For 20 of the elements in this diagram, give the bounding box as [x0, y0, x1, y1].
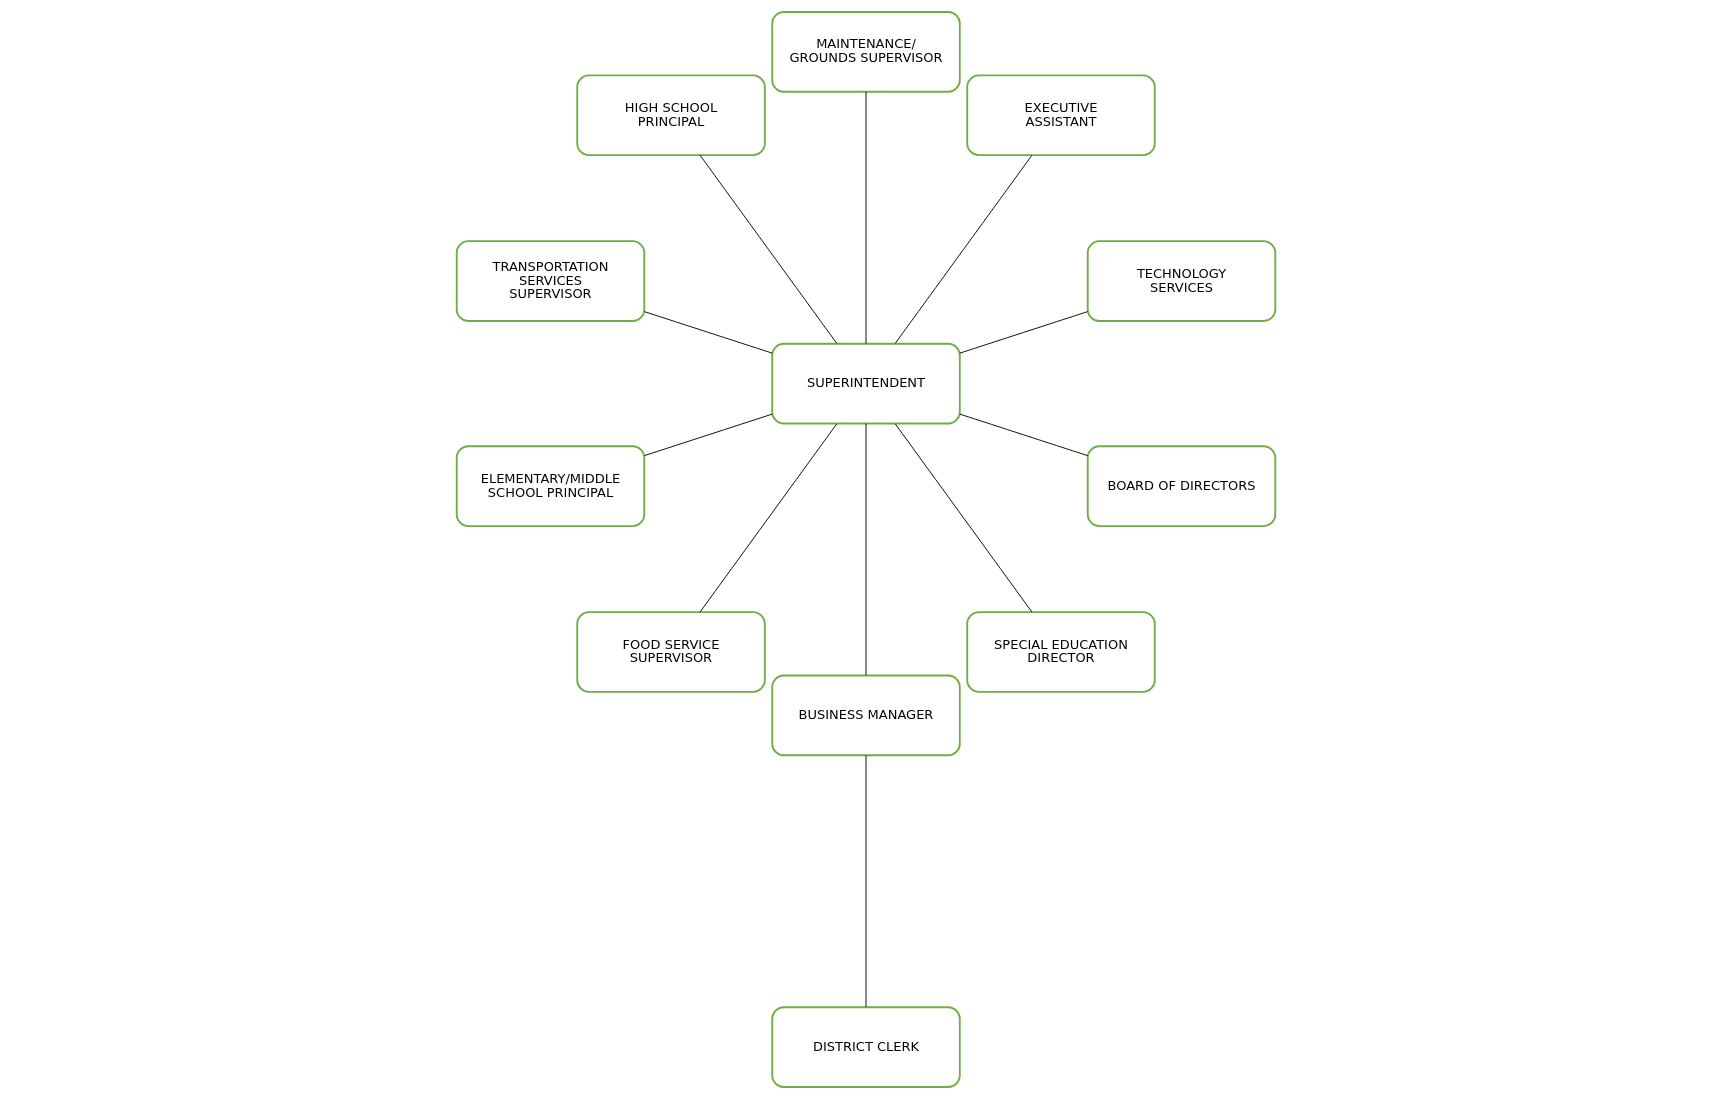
node-box: TRANSPORTATION SERVICES SUPERVISOR: [455, 240, 646, 322]
node-box: FOOD SERVICE SUPERVISOR: [576, 611, 766, 693]
connector: [644, 311, 773, 354]
node-box: MAINTENANCE/ GROUNDS SUPERVISOR: [771, 11, 961, 93]
node-box: ELEMENTARY/MIDDLE SCHOOL PRINCIPAL: [455, 445, 646, 527]
node-box: DISTRICT CLERK: [771, 1006, 961, 1088]
node-box: SPECIAL EDUCATION DIRECTOR: [966, 611, 1156, 693]
connector: [959, 311, 1088, 354]
node-box: BUSINESS MANAGER: [771, 674, 961, 757]
node-box: SUPERINTENDENT: [771, 342, 961, 425]
connector: [894, 423, 1033, 613]
node-box: HIGH SCHOOL PRINCIPAL: [576, 74, 766, 157]
connector: [894, 154, 1033, 344]
node-box: EXECUTIVE ASSISTANT: [966, 74, 1156, 157]
connector: [959, 413, 1089, 457]
connector: [644, 413, 773, 457]
node-box: TECHNOLOGY SERVICES: [1086, 240, 1277, 322]
connector: [699, 154, 838, 344]
node-box: BOARD OF DIRECTORS: [1086, 445, 1277, 527]
connector: [699, 423, 838, 613]
